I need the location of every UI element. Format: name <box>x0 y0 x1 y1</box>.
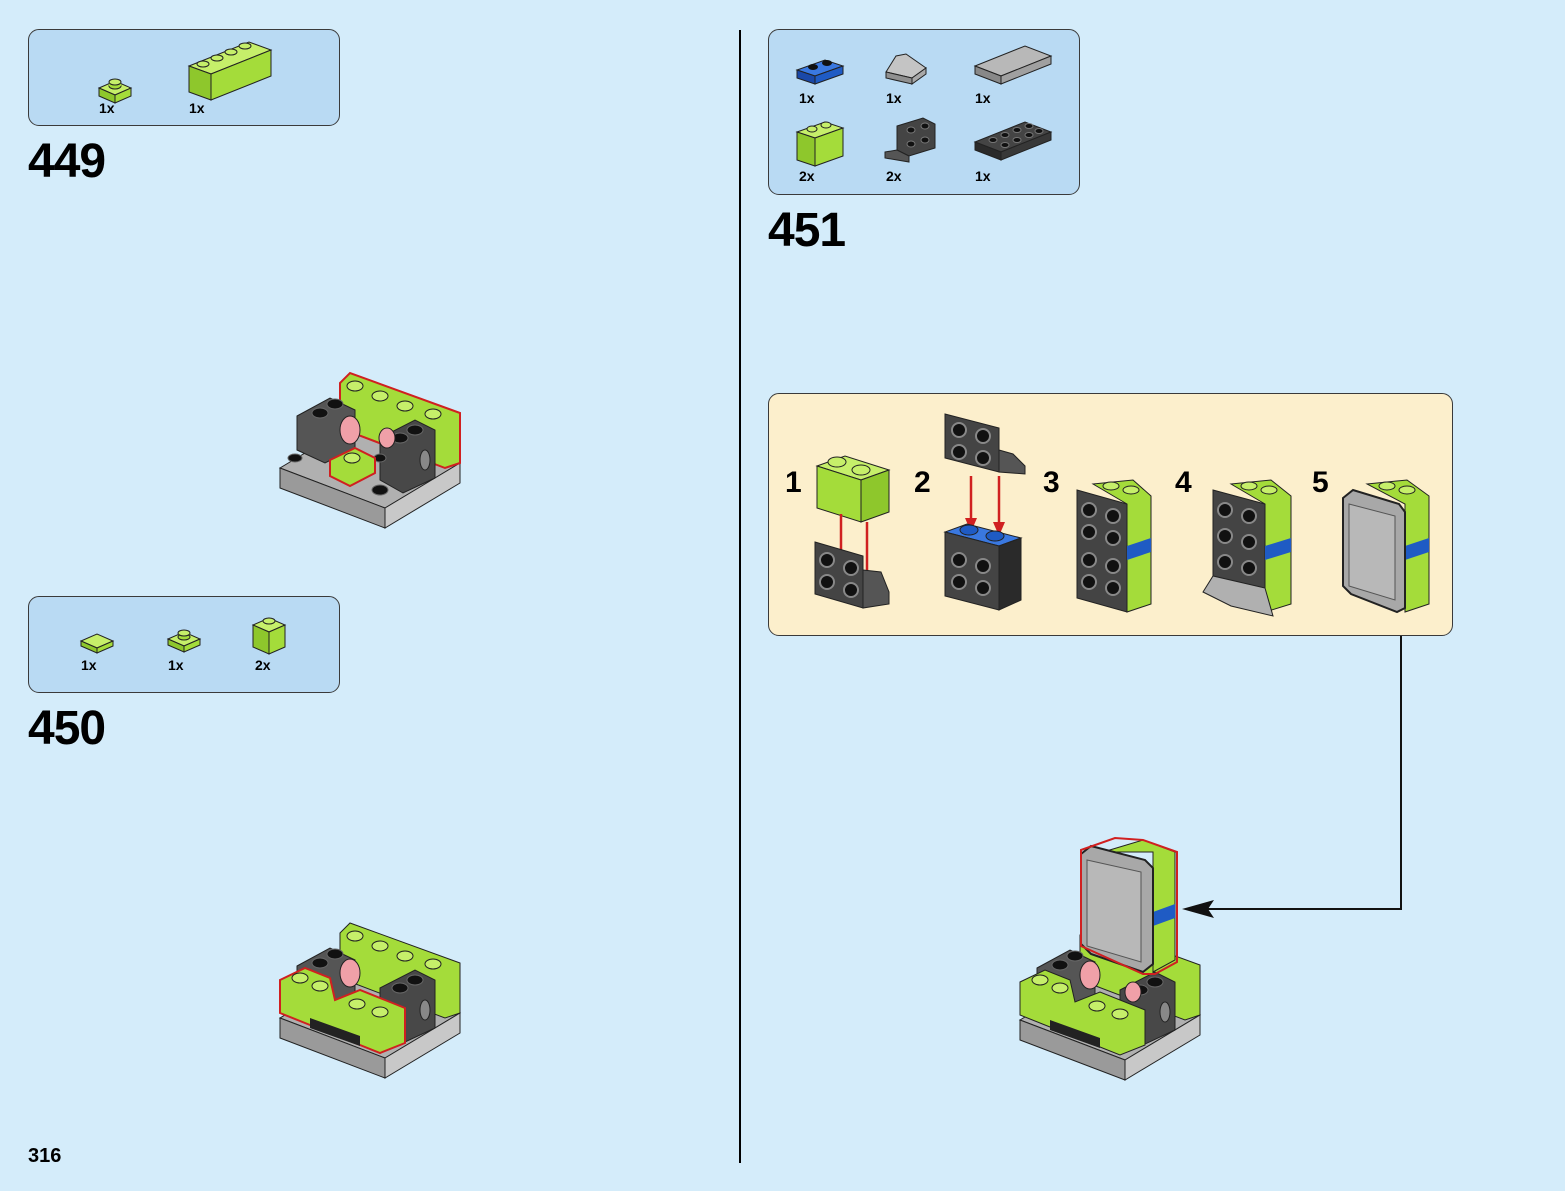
substep-5-figure <box>1342 479 1430 614</box>
parts-box-step-449: 1x 1x <box>28 29 340 126</box>
black-plate-2x4-icon <box>973 121 1053 161</box>
part-qty: 1x <box>886 90 902 106</box>
step-number: 450 <box>28 702 106 755</box>
lime-plate-1x1-icon <box>97 78 133 104</box>
blue-plate-1x2-icon <box>795 59 845 85</box>
substep-number: 4 <box>1175 466 1192 499</box>
lime-brick-1x2-icon <box>795 121 845 167</box>
substep-1-figure <box>814 455 891 609</box>
part-qty: 1x <box>975 168 991 184</box>
substep-3-figure <box>1076 479 1152 613</box>
subassembly-box: 1 2 3 4 5 <box>768 393 1453 636</box>
substep-number: 2 <box>914 466 931 499</box>
part-qty: 1x <box>799 90 815 106</box>
black-bracket-icon <box>884 117 936 163</box>
part-qty: 1x <box>975 90 991 106</box>
parts-box-step-451: 1x 1x 1x 2x 2x <box>768 29 1080 195</box>
model-step-451 <box>1018 836 1202 1081</box>
step-number: 451 <box>768 204 846 257</box>
parts-box-step-450: 1x 1x 2x <box>28 596 340 693</box>
part-qty: 1x <box>168 657 184 673</box>
lime-brick-1x1-icon <box>251 617 287 655</box>
substep-number: 3 <box>1043 466 1060 499</box>
lime-plate-1x1-icon <box>166 629 202 653</box>
substep-number: 5 <box>1312 466 1329 499</box>
page-number: 316 <box>28 1145 62 1167</box>
part-qty: 2x <box>886 168 902 184</box>
page-divider <box>739 30 741 1163</box>
substep-2-figure <box>943 413 1026 611</box>
step-number: 449 <box>28 135 106 188</box>
lime-tile-1x1-icon <box>79 633 115 654</box>
part-qty: 1x <box>81 657 97 673</box>
part-qty: 2x <box>255 657 271 673</box>
gray-tile-2x4-icon <box>973 45 1053 85</box>
part-qty: 1x <box>189 100 205 116</box>
model-step-449 <box>278 371 462 529</box>
substep-number: 1 <box>785 466 802 499</box>
lime-brick-1x4-icon <box>187 41 273 101</box>
part-qty: 2x <box>799 168 815 184</box>
model-step-450 <box>278 922 462 1079</box>
gray-slope-icon <box>885 53 927 85</box>
part-qty: 1x <box>99 100 115 116</box>
substep-4-figure <box>1202 479 1292 617</box>
